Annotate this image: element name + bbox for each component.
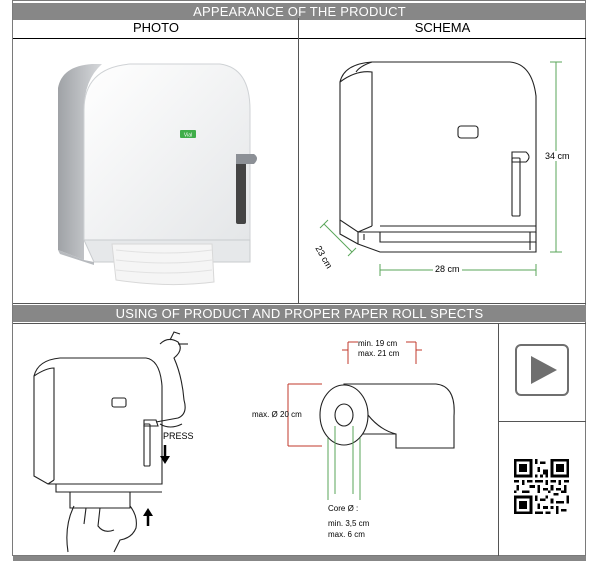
paper-roll-diagram	[287, 341, 455, 500]
core-min: min. 3,5 cm	[328, 519, 370, 528]
roll-width-min: min. 19 cm	[358, 339, 398, 348]
core-max: max. 6 cm	[328, 530, 365, 539]
depth-dimension-line	[323, 223, 353, 253]
photo-lever	[236, 154, 246, 224]
column-divider	[298, 18, 299, 304]
usage-section-title: USING OF PRODUCT AND PROPER PAPER ROLL S…	[13, 305, 586, 322]
pull-up-arrow	[143, 508, 153, 516]
usage-header-underline	[13, 323, 586, 324]
core-title: Core Ø :	[328, 504, 359, 513]
play-video-button[interactable]	[515, 344, 569, 396]
svg-text:Vial: Vial	[184, 133, 192, 139]
appearance-section-title: APPEARANCE OF THE PRODUCT	[13, 3, 586, 20]
roll-diameter-label: max. Ø 20 cm	[252, 410, 302, 419]
press-down-arrow	[160, 456, 170, 464]
next-section-bar	[13, 556, 586, 561]
photo-column-header: PHOTO	[13, 18, 299, 39]
product-photo: Vial	[58, 63, 257, 286]
section-divider	[13, 303, 586, 304]
brand-badge	[180, 130, 196, 138]
right-panel-divider	[498, 323, 499, 556]
press-label: PRESS	[163, 431, 194, 441]
qr-code-icon[interactable]	[514, 459, 569, 514]
schema-column-header: SCHEMA	[299, 18, 586, 39]
roll-width-max: max. 21 cm	[358, 349, 400, 358]
height-dimension-label: 34 cm	[544, 151, 571, 161]
right-panel-split	[498, 421, 586, 422]
product-schema	[319, 61, 562, 276]
play-icon	[531, 356, 557, 384]
usage-illustration	[33, 331, 188, 553]
width-dimension-label: 28 cm	[433, 264, 462, 274]
